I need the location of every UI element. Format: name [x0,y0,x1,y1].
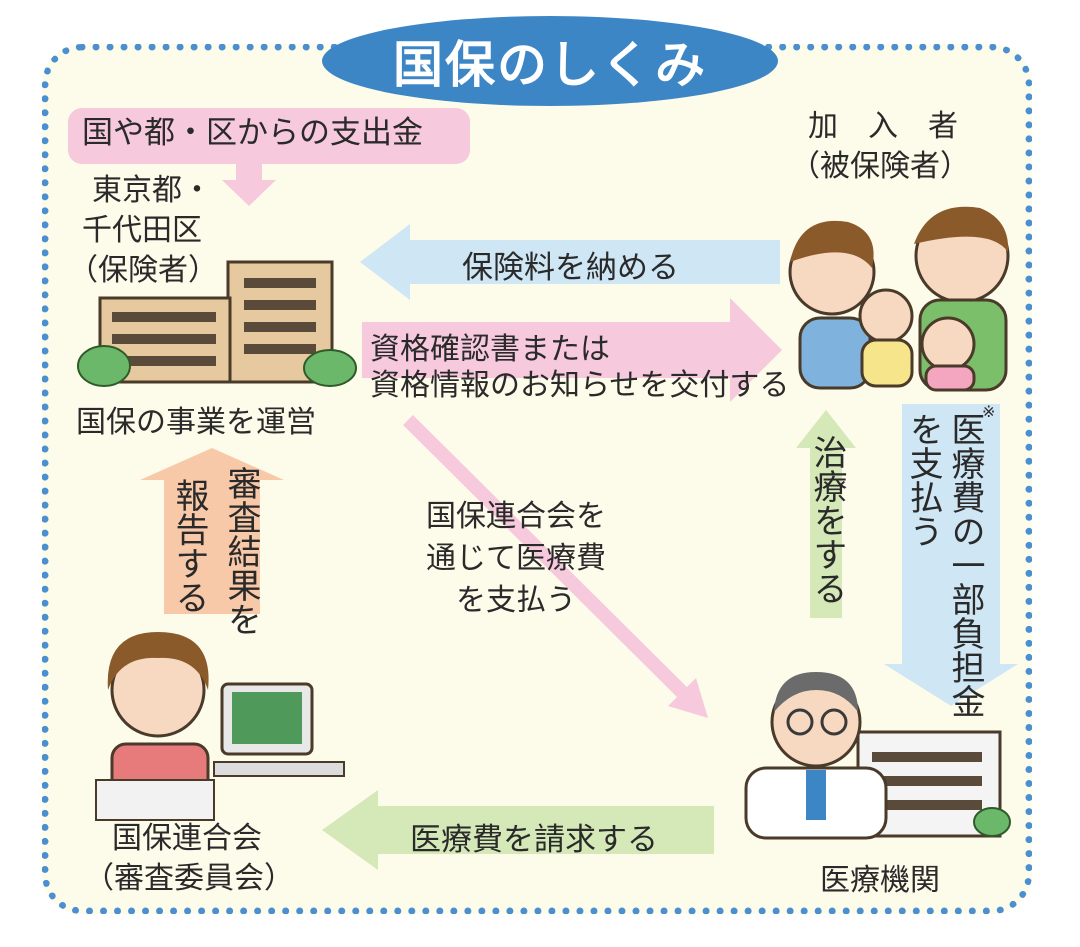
funding-down-arrow [222,164,276,206]
claim-arrow-label: 医療費を請求する [410,822,658,858]
copay-label-col2: を支払う [903,412,943,548]
insurer-caption: 国保の事業を運営 [76,405,316,440]
certificate-arrow-label-1: 資格確認書または [370,332,610,367]
insurer-line2: 千代田区 [82,213,202,248]
insured-line2: （被保険者） [790,149,970,184]
medical-label: 医療機関 [820,863,940,898]
page-title: 国保のしくみ [322,16,778,106]
funding-label: 国や都・区からの支出金 [82,115,423,151]
pay-via-label-2: 通じて医療費 [426,541,606,576]
federation-line1: 国保連合会 [112,821,262,856]
insured-line1: 加 入 者 [808,109,958,144]
treat-label: 治療をする [807,435,847,605]
federation-line2: （審査委員会） [84,861,294,896]
claim-arrow [322,790,714,870]
premium-arrow [360,224,780,300]
pay-via-label-3: を支払う [456,583,576,618]
certificate-arrow-label-2: 資格情報のお知らせを交付する [370,368,790,403]
report-arrow [140,448,284,614]
government-building-illustration [77,260,357,387]
clerk-illustration [95,632,345,821]
copay-arrow [884,404,1018,706]
funding-box [68,108,470,164]
diagonal-arrow-shaft [403,415,693,703]
treat-arrow [796,410,856,618]
diagonal-arrow-head [668,678,708,718]
certificate-arrow [362,298,782,402]
insurer-line3: （保険者） [68,253,218,288]
family-illustration [788,206,1010,392]
report-label-col1: 審査結果を [221,466,261,636]
report-label-col2: 報告する [169,478,209,614]
pay-via-label-1: 国保連合会を [426,499,606,534]
copay-label-col1: 医療費の一部負担金 [945,412,985,718]
copay-note-mark: ※ [982,402,996,421]
doctor-illustration [744,672,1011,840]
premium-arrow-label: 保険料を納める [462,250,679,286]
insurer-line1: 東京都・ [92,173,212,208]
